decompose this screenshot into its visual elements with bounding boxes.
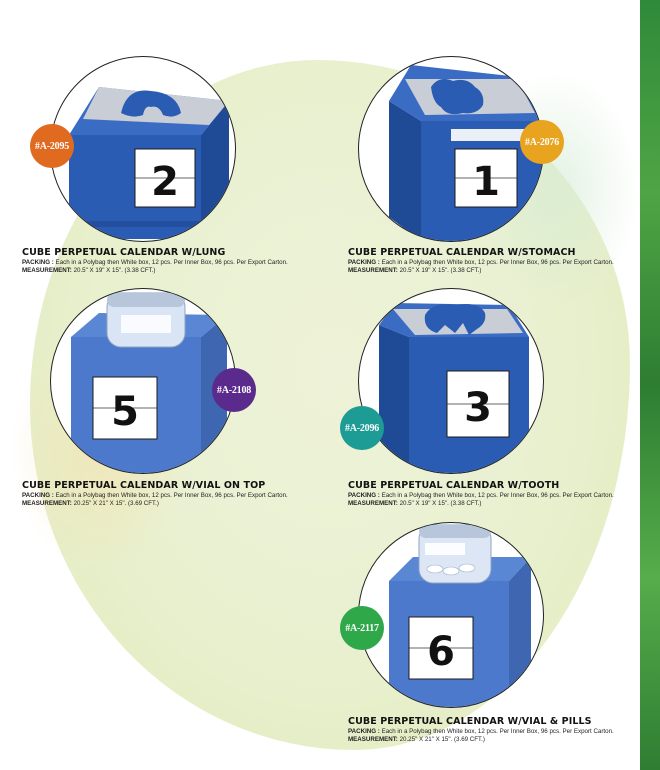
packing-label: PACKING : [348, 728, 380, 735]
calendar-digit: 1 [472, 159, 500, 205]
measurement-label: MEASUREMENT: [348, 736, 398, 743]
vial-pills-icon [418, 524, 492, 584]
measurement-line: MEASUREMENT: 20.5" X 19" X 15". (3.38 CF… [22, 267, 156, 275]
tooth-icon [424, 304, 486, 335]
product-image-circle: 2 [50, 56, 236, 242]
calendar-digit: 6 [427, 629, 455, 675]
measurement-label: MEASUREMENT: [22, 267, 72, 274]
product-title: CUBE PERPETUAL CALENDAR W/TOOTH [348, 480, 560, 491]
cube-calendar-image: 5 [71, 292, 227, 473]
packing-label: PACKING : [22, 259, 54, 266]
cube-calendar-image: 6 [389, 524, 531, 707]
product-image-circle: 5 [50, 288, 236, 474]
calendar-digit: 3 [464, 385, 492, 431]
green-leaf-strip [640, 0, 660, 770]
measurement-line: MEASUREMENT: 20.5" X 19" X 15". (3.38 CF… [348, 267, 482, 275]
product-title: CUBE PERPETUAL CALENDAR W/STOMACH [348, 247, 576, 258]
packing-line: PACKING : Each in a Polybag then White b… [22, 259, 288, 267]
measurement-line: MEASUREMENT: 20.25" X 21" X 15". (3.69 C… [348, 736, 485, 744]
packing-label: PACKING : [348, 492, 380, 499]
measurement-line: MEASUREMENT: 20.5" X 19" X 15". (3.38 CF… [348, 500, 482, 508]
stomach-icon [431, 79, 484, 115]
product-image-circle: 6 [358, 522, 544, 708]
measurement-text: 20.25" X 21" X 15". (3.69 CFT.) [73, 500, 159, 507]
measurement-label: MEASUREMENT: [22, 500, 72, 507]
packing-text: Each in a Polybag then White box, 12 pcs… [381, 492, 614, 499]
product-title: CUBE PERPETUAL CALENDAR W/VIAL & PILLS [348, 716, 592, 727]
product-code-badge: #A-2095 [30, 124, 74, 168]
packing-label: PACKING : [22, 492, 54, 499]
vial-icon [106, 292, 186, 348]
calendar-digit: 2 [151, 159, 179, 205]
packing-text: Each in a Polybag then White box, 12 pcs… [55, 259, 288, 266]
product-code-badge: #A-2096 [340, 406, 384, 450]
packing-line: PACKING : Each in a Polybag then White b… [348, 728, 614, 736]
product-code-badge: #A-2108 [212, 368, 256, 412]
measurement-line: MEASUREMENT: 20.25" X 21" X 15". (3.69 C… [22, 500, 159, 508]
packing-label: PACKING : [348, 259, 380, 266]
product-title: CUBE PERPETUAL CALENDAR W/VIAL ON TOP [22, 480, 266, 491]
measurement-text: 20.25" X 21" X 15". (3.69 CFT.) [399, 736, 485, 743]
packing-line: PACKING : Each in a Polybag then White b… [348, 492, 614, 500]
measurement-text: 20.5" X 19" X 15". (3.38 CFT.) [399, 267, 482, 274]
packing-line: PACKING : Each in a Polybag then White b… [22, 492, 288, 500]
measurement-text: 20.5" X 19" X 15". (3.38 CFT.) [73, 267, 156, 274]
measurement-label: MEASUREMENT: [348, 500, 398, 507]
cube-calendar-image: 1 [389, 65, 543, 241]
packing-line: PACKING : Each in a Polybag then White b… [348, 259, 614, 267]
calendar-digit: 5 [111, 389, 139, 435]
measurement-text: 20.5" X 19" X 15". (3.38 CFT.) [399, 500, 482, 507]
packing-text: Each in a Polybag then White box, 12 pcs… [381, 728, 614, 735]
packing-text: Each in a Polybag then White box, 12 pcs… [55, 492, 288, 499]
packing-text: Each in a Polybag then White box, 12 pcs… [381, 259, 614, 266]
cube-calendar-image: 3 [379, 303, 529, 473]
product-image-circle: 1 [358, 56, 544, 242]
product-title: CUBE PERPETUAL CALENDAR W/LUNG [22, 247, 226, 258]
lung-icon [121, 90, 181, 117]
cube-calendar-image: 2 [69, 87, 229, 239]
product-code-badge: #A-2076 [520, 120, 564, 164]
measurement-label: MEASUREMENT: [348, 267, 398, 274]
product-image-circle: 3 [358, 288, 544, 474]
product-code-badge: #A-2117 [340, 606, 384, 650]
